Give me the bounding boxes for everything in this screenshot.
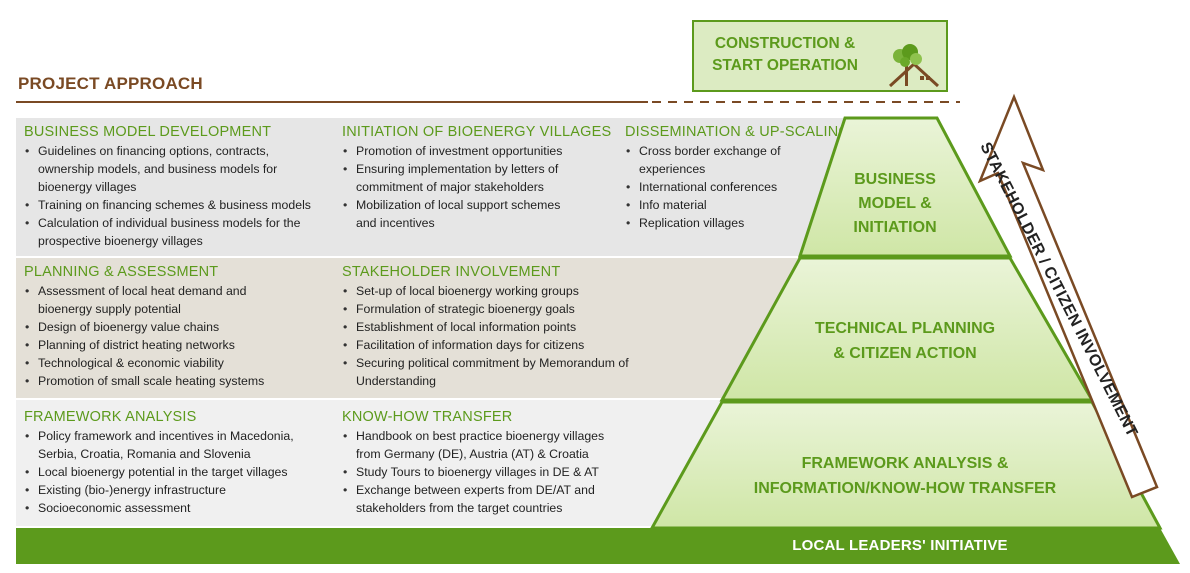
involvement-arrow <box>977 93 1159 499</box>
pyramid-label-bottom-line2: INFORMATION/KNOW-HOW TRANSFER <box>753 480 1057 497</box>
column-heading: FRAMEWORK ANALYSIS <box>24 409 197 425</box>
base-label: LOCAL LEADERS' INITIATIVE <box>792 537 1008 554</box>
pyramid-label-middle-line2: & CITIZEN ACTION <box>833 345 977 362</box>
bullet-list: Assessment of local heat demand and bioe… <box>24 282 342 390</box>
list-item: Planning of district heating networks <box>25 336 342 354</box>
construction-label: CONSTRUCTION & START OPERATION <box>700 33 870 77</box>
column-know-how-transfer: KNOW-HOW TRANSFER Handbook on best pract… <box>342 409 662 517</box>
bullet-list: Handbook on best practice bioenergy vill… <box>342 427 662 517</box>
title-divider <box>16 101 648 103</box>
list-item-continuation: from Germany (DE), Austria (AT) & Croati… <box>356 447 589 461</box>
list-item: Cross border exchange of <box>626 142 855 160</box>
list-item: Mobilization of local support schemes <box>343 196 622 214</box>
column-initiation-of-bioenergy-villages: INITIATION OF BIOENERGY VILLAGES Promoti… <box>342 124 622 232</box>
base-bar <box>16 528 1180 564</box>
column-framework-analysis: FRAMEWORK ANALYSIS Policy framework and … <box>24 409 342 517</box>
column-heading: STAKEHOLDER INVOLVEMENT <box>342 264 561 280</box>
list-item-continuation: bioenergy villages <box>38 180 137 194</box>
pyramid-tier-top <box>797 116 1013 258</box>
roof-shape <box>888 61 940 88</box>
column-heading: DISSEMINATION & UP-SCALING <box>625 124 850 140</box>
pyramid-label-middle-line1: TECHNICAL PLANNING <box>814 320 996 337</box>
list-item: Guidelines on financing options, contrac… <box>25 142 342 160</box>
bullet-list: Promotion of investment opportunities En… <box>342 142 622 232</box>
list-item: Formulation of strategic bioenergy goals <box>343 300 682 318</box>
list-item: Handbook on best practice bioenergy vill… <box>343 427 662 445</box>
list-item: Replication villages <box>626 214 855 232</box>
list-item: Promotion of small scale heating systems <box>25 372 342 390</box>
list-item: Technological & economic viability <box>25 354 342 372</box>
bullet-list: Guidelines on financing options, contrac… <box>24 142 342 250</box>
list-item: Design of bioenergy value chains <box>25 318 342 336</box>
list-item: Establishment of local information point… <box>343 318 682 336</box>
pyramid-label-bottom: FRAMEWORK ANALYSIS & INFORMATION/KNOW-HO… <box>720 451 1090 501</box>
list-item: Set-up of local bioenergy working groups <box>343 282 682 300</box>
list-item: Local bioenergy potential in the target … <box>25 463 342 481</box>
list-item: Policy framework and incentives in Maced… <box>25 427 342 445</box>
list-item-continuation: stakeholders from the target countries <box>356 501 563 515</box>
list-item: Existing (bio-)energy infrastructure <box>25 481 342 499</box>
list-item-continuation: Understanding <box>356 374 436 388</box>
pyramid-label-top-line1: BUSINESS <box>854 171 936 188</box>
pyramid-label-top-line2: MODEL & <box>858 195 932 212</box>
column-heading: BUSINESS MODEL DEVELOPMENT <box>24 124 272 140</box>
list-item: Facilitation of information days for cit… <box>343 336 682 354</box>
bullet-list: Policy framework and incentives in Maced… <box>24 427 342 517</box>
list-item: Exchange between experts from DE/AT and <box>343 481 662 499</box>
list-item: International conferences <box>626 178 855 196</box>
list-item: Assessment of local heat demand and <box>25 282 342 300</box>
list-item: Promotion of investment opportunities <box>343 142 622 160</box>
list-item: Socioeconomic assessment <box>25 499 342 517</box>
list-item: Info material <box>626 196 855 214</box>
list-item-continuation: experiences <box>639 162 706 176</box>
list-item: Study Tours to bioenergy villages in DE … <box>343 463 662 481</box>
column-stakeholder-involvement: STAKEHOLDER INVOLVEMENT Set-up of local … <box>342 264 682 390</box>
pyramid-label-top-line3: INITIATION <box>853 219 937 236</box>
column-heading: PLANNING & ASSESSMENT <box>24 264 219 280</box>
list-item: Ensuring implementation by letters of <box>343 160 622 178</box>
column-heading: KNOW-HOW TRANSFER <box>342 409 513 425</box>
column-heading: INITIATION OF BIOENERGY VILLAGES <box>342 124 612 140</box>
list-item: Training on financing schemes & business… <box>25 196 342 214</box>
list-item-continuation: commitment of major stakeholders <box>356 180 544 194</box>
house-tree-icon <box>888 44 940 88</box>
list-item: Calculation of individual business model… <box>25 214 342 232</box>
pyramid-label-top: BUSINESS MODEL & INITIATION <box>840 168 950 240</box>
pyramid-label-middle: TECHNICAL PLANNING & CITIZEN ACTION <box>780 316 1030 366</box>
list-item: Securing political commitment by Memoran… <box>343 354 682 372</box>
list-item-continuation: and incentives <box>356 216 435 230</box>
column-business-model-development: BUSINESS MODEL DEVELOPMENT Guidelines on… <box>24 124 342 250</box>
page-title: PROJECT APPROACH <box>18 74 203 93</box>
bullet-list: Cross border exchange of experiences Int… <box>625 142 855 232</box>
column-planning-assessment: PLANNING & ASSESSMENT Assessment of loca… <box>24 264 342 390</box>
construction-label-line2: START OPERATION <box>712 57 858 74</box>
list-item-continuation: ownership models, and business models fo… <box>38 162 278 176</box>
bullet-list: Set-up of local bioenergy working groups… <box>342 282 682 390</box>
list-item-continuation: prospective bioenergy villages <box>38 234 203 248</box>
construction-label-line1: CONSTRUCTION & <box>714 35 856 52</box>
column-dissemination-up-scaling: DISSEMINATION & UP-SCALING Cross border … <box>625 124 855 232</box>
list-item-continuation: Serbia, Croatia, Romania and Slovenia <box>38 447 251 461</box>
pyramid-label-bottom-line1: FRAMEWORK ANALYSIS & <box>801 455 1009 472</box>
list-item-continuation: bioenergy supply potential <box>38 302 181 316</box>
